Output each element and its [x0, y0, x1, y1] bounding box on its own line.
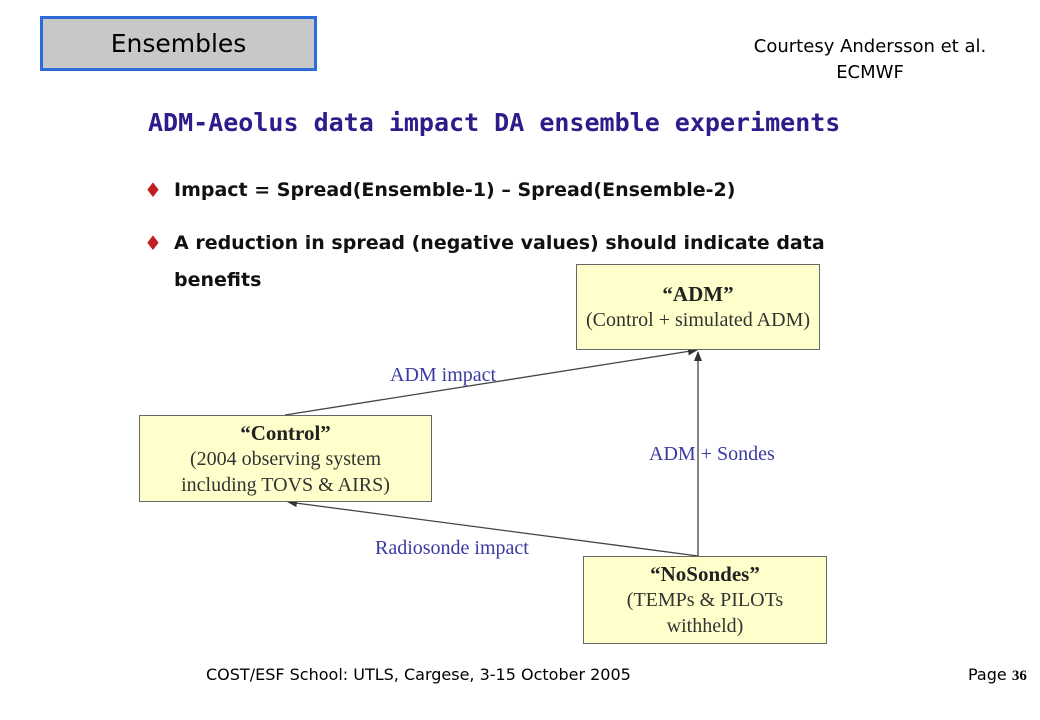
node-nosondes-title: “NoSondes”	[650, 562, 760, 586]
courtesy-line-2: ECMWF	[836, 62, 904, 83]
courtesy-line-1: Courtesy Andersson et al.	[753, 36, 987, 57]
node-adm-title: “ADM”	[662, 282, 734, 306]
edge-label-adm-impact: ADM impact	[390, 364, 497, 386]
page-number-block: Page 36	[968, 665, 1027, 685]
node-control-title: “Control”	[240, 420, 331, 445]
node-control-line-2: including TOVS & AIRS)	[181, 473, 390, 496]
edge-label-adm-sondes: ADM + Sondes	[649, 443, 775, 465]
node-adm-line-1: (Control + simulated ADM)	[585, 309, 811, 331]
node-nosondes: “NoSondes” (TEMPs & PILOTs withheld)	[583, 556, 827, 644]
bullet-item: ♦ A reduction in spread (negative values…	[144, 225, 874, 299]
bullet-text: A reduction in spread (negative values) …	[174, 232, 825, 291]
node-adm: “ADM” (Control + simulated ADM)	[576, 264, 820, 350]
edge-control-to-adm	[284, 347, 698, 416]
diamond-bullet-icon: ♦	[144, 231, 162, 255]
node-nosondes-line-1: (TEMPs & PILOTs	[626, 589, 784, 611]
node-nosondes-line-2: withheld)	[666, 615, 744, 637]
courtesy-credit: Courtesy Andersson et al. ECMWF	[720, 34, 1020, 86]
diamond-bullet-icon: ♦	[144, 178, 162, 202]
edge-nosondes-to-control	[287, 499, 699, 557]
node-control-line-1: (2004 observing system	[189, 447, 382, 470]
slide-title-box: Ensembles	[40, 16, 317, 71]
bullet-item: ♦ Impact = Spread(Ensemble-1) – Spread(E…	[144, 172, 874, 209]
slide-title: Ensembles	[110, 29, 247, 58]
edge-label-radiosonde-impact: Radiosonde impact	[375, 537, 529, 559]
footer-text: COST/ESF School: UTLS, Cargese, 3-15 Oct…	[206, 665, 631, 684]
page-label: Page	[968, 665, 1007, 684]
page-number: 36	[1011, 668, 1027, 684]
bullet-list: ♦ Impact = Spread(Ensemble-1) – Spread(E…	[144, 172, 874, 315]
node-control: “Control” (2004 observing system includi…	[139, 415, 432, 502]
bullet-text: Impact = Spread(Ensemble-1) – Spread(Ens…	[174, 179, 736, 201]
slide-headline: ADM-Aeolus data impact DA ensemble exper…	[148, 108, 841, 137]
